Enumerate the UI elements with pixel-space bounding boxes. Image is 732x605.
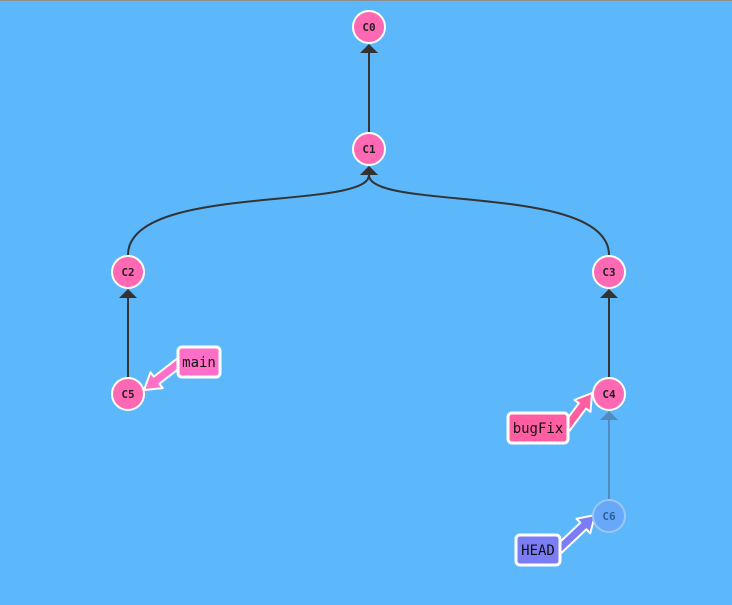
edge-C3-C1 <box>368 174 610 256</box>
branch-name-head: HEAD <box>521 543 555 559</box>
edge-arrow-C3-C1 <box>360 166 378 175</box>
commit-node <box>111 377 145 411</box>
branch-box-main <box>176 345 222 379</box>
branch-name-main: main <box>182 355 216 371</box>
edge-arrow-C4-C3 <box>600 289 618 298</box>
commit-label: C4 <box>602 388 616 401</box>
commit-node <box>592 377 626 411</box>
commit-c2[interactable]: C2 <box>111 255 145 289</box>
commit-label: C2 <box>121 266 134 279</box>
branch-box-bugfix <box>506 411 570 445</box>
commit-c5[interactable]: C5 <box>111 377 145 411</box>
commit-node <box>352 10 386 44</box>
commit-c4[interactable]: C4 <box>592 377 626 411</box>
branch-box-head <box>514 533 562 567</box>
branch-label-main[interactable]: main <box>143 345 222 391</box>
commit-label: C0 <box>362 21 375 34</box>
commit-label: C1 <box>362 143 376 156</box>
edge-arrow-C1-C0 <box>360 44 378 53</box>
edge-arrow-C6-C4 <box>600 411 618 420</box>
commit-c6[interactable]: C6 <box>592 499 626 533</box>
commit-c3[interactable]: C3 <box>592 255 626 289</box>
branch-label-head[interactable]: HEAD <box>514 514 596 567</box>
branch-name-bugfix: bugFix <box>513 421 564 437</box>
edges-layer <box>119 44 618 499</box>
edge-C2-C1 <box>127 174 370 256</box>
commit-node <box>111 255 145 289</box>
commit-node <box>352 132 386 166</box>
commit-node <box>592 255 626 289</box>
commit-label: C3 <box>602 266 615 279</box>
commit-label: C6 <box>602 510 616 523</box>
commit-c0[interactable]: C0 <box>352 10 386 44</box>
commit-node <box>592 499 626 533</box>
branch-label-bugfix[interactable]: bugFix <box>506 392 593 445</box>
commit-label: C5 <box>121 388 134 401</box>
edge-arrow-C5-C2 <box>119 289 137 298</box>
commit-c1[interactable]: C1 <box>352 132 386 166</box>
